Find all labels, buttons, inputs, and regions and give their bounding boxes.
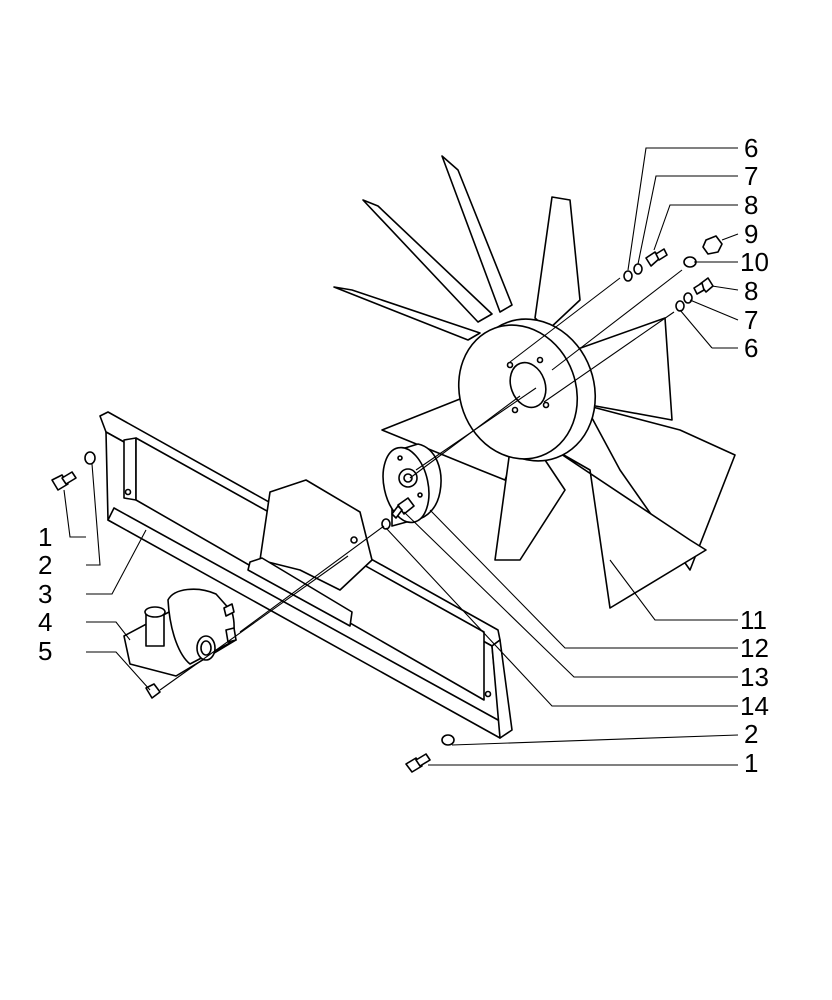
washer [84,451,96,465]
fan-sensor-unit [123,588,237,699]
bolt [405,753,431,773]
callout-1: 1 [38,522,52,552]
bolt [645,248,668,267]
callout-7: 7 [744,161,758,191]
fan-bolt-hole [506,361,514,369]
fan-spacer [382,443,442,527]
fan-blade [554,449,707,609]
washer [675,300,685,312]
callout-9: 9 [744,219,758,249]
washer [441,734,455,746]
callout-13: 13 [740,662,769,692]
leader-lines [159,147,739,766]
callout-4: 4 [38,607,52,637]
callout-labels-left: 1 2 3 4 5 [38,522,52,666]
fan-blade [362,199,493,323]
screw [391,497,415,519]
lock-washer [683,292,693,304]
callout-2: 2 [744,719,758,749]
callout-6: 6 [744,333,758,363]
callout-7: 7 [744,305,758,335]
bolt [693,277,714,295]
cooling-fan-assembly [333,155,736,609]
washer [381,518,391,530]
callout-1: 1 [744,748,758,778]
fan-blade [333,286,481,341]
nut [702,235,723,255]
fan-blade [441,155,513,313]
callout-2: 2 [38,550,52,580]
callout-8: 8 [744,190,758,220]
fan-blade [584,404,736,571]
callout-10: 10 [740,247,769,277]
fan-blade [534,196,581,331]
fan-bolt-hole [511,406,519,414]
fan-support-bracket [99,411,513,739]
washer [623,270,633,282]
callout-6: 6 [744,133,758,163]
fan-bolt-hole [542,401,550,409]
callout-12: 12 [740,633,769,663]
callout-14: 14 [740,691,769,721]
callout-labels-right: 6 7 8 9 10 8 7 6 11 12 13 14 2 1 [740,133,769,778]
fan-bolt-hole [536,356,544,364]
bolt [51,471,77,491]
lock-washer [633,263,643,275]
callout-3: 3 [38,579,52,609]
leader-lines-left [63,463,151,691]
callout-8: 8 [744,276,758,306]
callout-5: 5 [38,636,52,666]
callout-11: 11 [740,605,767,635]
